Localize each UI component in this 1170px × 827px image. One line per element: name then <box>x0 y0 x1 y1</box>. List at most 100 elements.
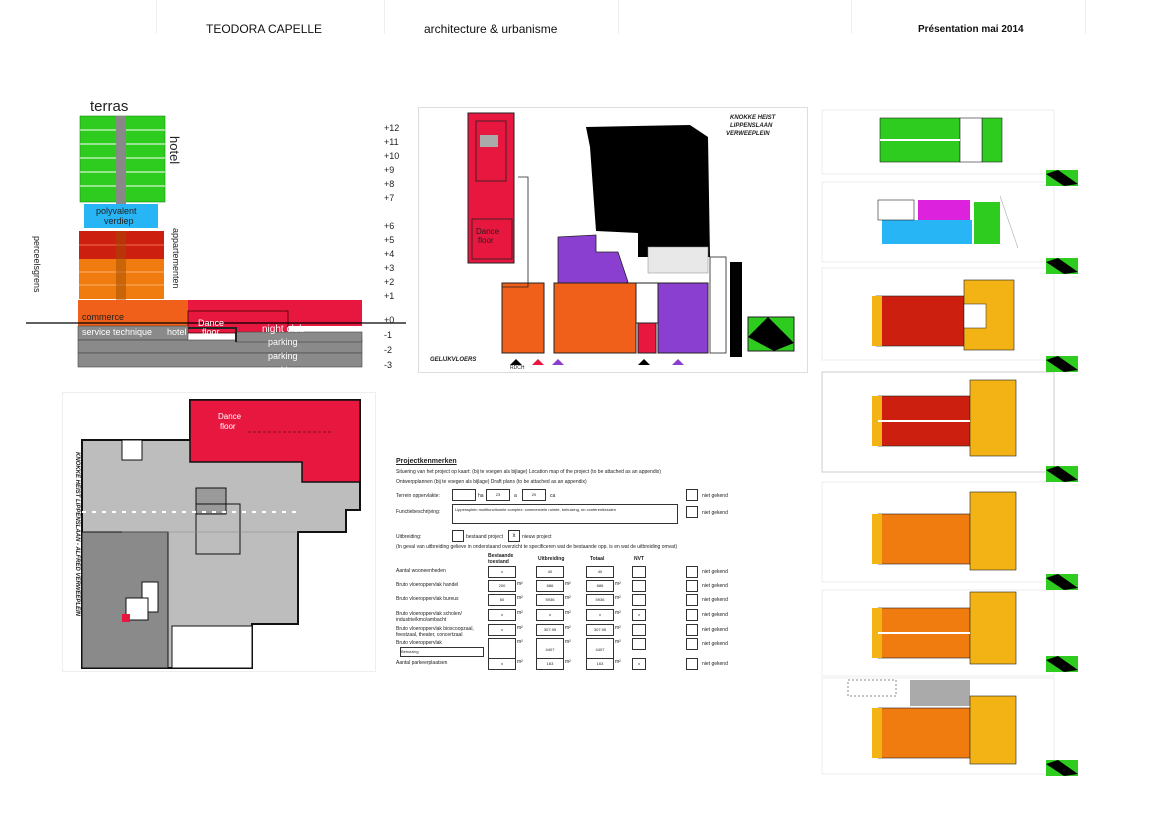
polyvalent-label: polyvalent <box>96 206 137 216</box>
niet-gekend-label: niet gekend <box>702 641 728 647</box>
rdch-label: RDCH <box>510 365 525 371</box>
uitbreiding-field[interactable]: 163 <box>536 658 564 670</box>
perceelsgrens-label: perceelsgrens <box>32 236 42 293</box>
night-club-label: night club <box>262 324 305 335</box>
unit-m2: m² <box>517 610 523 616</box>
terrein-box[interactable] <box>452 489 476 501</box>
row-label: Bruto vloeroppervlak bioscoopzaal, feest… <box>396 626 474 638</box>
niet-gekend-checkbox[interactable] <box>686 566 698 578</box>
ground-floor-label: GELIJKVLOERS <box>430 357 477 363</box>
nvt-checkbox[interactable]: x <box>632 609 646 621</box>
row-sub-field[interactable]: Behuizing <box>400 647 484 657</box>
niet-gekend-checkbox[interactable] <box>686 658 698 670</box>
row-label: Bruto vloeroppervlak scholen/ industrie/… <box>396 611 462 623</box>
level-label: -3 <box>384 360 393 370</box>
unit-m2: m² <box>565 659 571 665</box>
unit-ca: ca <box>550 493 556 499</box>
unit-m2: m² <box>517 595 523 601</box>
nvt-checkbox[interactable] <box>632 624 646 636</box>
commerce-label: commerce <box>82 312 125 322</box>
nvt-checkbox[interactable] <box>632 566 646 578</box>
niet-gekend-checkbox[interactable] <box>686 594 698 606</box>
nvt-checkbox[interactable]: x <box>632 658 646 670</box>
totaal-field[interactable]: 163 <box>586 658 614 670</box>
totaal-field[interactable]: 40 <box>586 566 614 578</box>
level-label: +8 <box>384 179 395 189</box>
level-label: +5 <box>384 235 395 245</box>
nvt-checkbox[interactable] <box>632 594 646 606</box>
functie-field[interactable]: Lippensplein multifunctionele complex: c… <box>452 504 678 524</box>
unit-m2: m² <box>615 610 621 616</box>
level-label: +3 <box>384 263 395 273</box>
form-title: Projectkenmerken <box>396 458 457 465</box>
floor-label: floor <box>478 236 494 245</box>
floor-label: floor <box>202 327 220 337</box>
presentation-date: Présentation mai 2014 <box>918 24 1024 35</box>
uitbreiding-field[interactable]: 5936 <box>536 594 564 606</box>
niet-gekend-checkbox[interactable] <box>686 624 698 636</box>
terrein-a-field[interactable]: 20 <box>522 489 546 501</box>
plan-orange-apartments-2 <box>821 589 1055 677</box>
dance-label: Dance <box>476 227 500 236</box>
uitbreiding-field[interactable]: 40 <box>536 566 564 578</box>
nvt-checkbox[interactable] <box>632 580 646 592</box>
row-label: Aantal parkeerplaatsen <box>396 660 448 666</box>
nieuw-checkbox[interactable]: x <box>508 530 520 542</box>
basement-plan: KNOKKE HEIST LIPPENSLAAN - ALFRED VERWEE… <box>62 392 376 672</box>
col-header-bestaand: Bestaande toestand <box>488 553 514 565</box>
basement-drawing <box>62 392 376 672</box>
uitbreiding-field[interactable]: 686 <box>536 580 564 592</box>
bestaand-field[interactable]: x <box>488 609 516 621</box>
level-label: -1 <box>384 330 393 340</box>
uitbreiding-field[interactable]: x <box>536 609 564 621</box>
level-label: -2 <box>384 345 393 355</box>
floor-plans-column <box>818 108 1082 778</box>
level-label: +10 <box>384 151 400 161</box>
level-label: +4 <box>384 249 395 259</box>
appartementen-label: appartementen <box>171 228 181 289</box>
bestaand-field[interactable]: 200 <box>488 580 516 592</box>
uitbreiding-field[interactable]: 307.95 <box>536 624 564 636</box>
bestaand-field[interactable]: x <box>488 566 516 578</box>
terras-label: terras <box>90 98 129 115</box>
bestaand-field[interactable]: x <box>488 624 516 636</box>
unit-m2: m² <box>615 595 621 601</box>
unit-m2: m² <box>517 639 523 645</box>
verdiep-label: verdiep <box>104 216 134 226</box>
unit-m2: m² <box>615 639 621 645</box>
totaal-field[interactable]: x <box>586 609 614 621</box>
niet-gekend-label: niet gekend <box>702 510 728 516</box>
bestaand-checkbox[interactable] <box>452 530 464 542</box>
header-divider <box>384 0 385 34</box>
bestaand-field[interactable]: 60 <box>488 594 516 606</box>
unit-m2: m² <box>615 659 621 665</box>
section-drawing <box>26 115 406 368</box>
unit-m2: m² <box>517 581 523 587</box>
header-divider <box>156 0 157 34</box>
totaal-field[interactable]: 686 <box>586 580 614 592</box>
terrein-ha-field[interactable]: 23 <box>486 489 510 501</box>
totaal-field[interactable]: 5936 <box>586 594 614 606</box>
niet-gekend-checkbox[interactable] <box>686 489 698 501</box>
polyvalent-floor <box>84 204 158 228</box>
niet-gekend-label: niet gekend <box>702 612 728 618</box>
niet-gekend-checkbox[interactable] <box>686 580 698 592</box>
row-label: Bruto vloeroppervlak bureus <box>396 596 459 602</box>
project-form: Projectkenmerken Situering van het proje… <box>396 452 748 674</box>
totaal-field[interactable]: 307.95 <box>586 624 614 636</box>
parking-label: parking <box>268 351 298 361</box>
nvt-checkbox[interactable] <box>632 638 646 650</box>
niet-gekend-checkbox[interactable] <box>686 506 698 518</box>
parking-label: parking <box>268 337 298 347</box>
bestaand-label: bestaand project <box>466 534 503 540</box>
niet-gekend-checkbox[interactable] <box>686 609 698 621</box>
level-label: +12 <box>384 123 400 133</box>
commerce-level <box>78 300 188 326</box>
bestaand-field[interactable]: x <box>488 658 516 670</box>
niet-gekend-label: niet gekend <box>702 493 728 499</box>
plan-red-apartments <box>821 267 1055 361</box>
niet-gekend-checkbox[interactable] <box>686 638 698 650</box>
niet-gekend-label: niet gekend <box>702 569 728 575</box>
floor-label: floor <box>220 422 236 431</box>
unit-m2: m² <box>565 581 571 587</box>
